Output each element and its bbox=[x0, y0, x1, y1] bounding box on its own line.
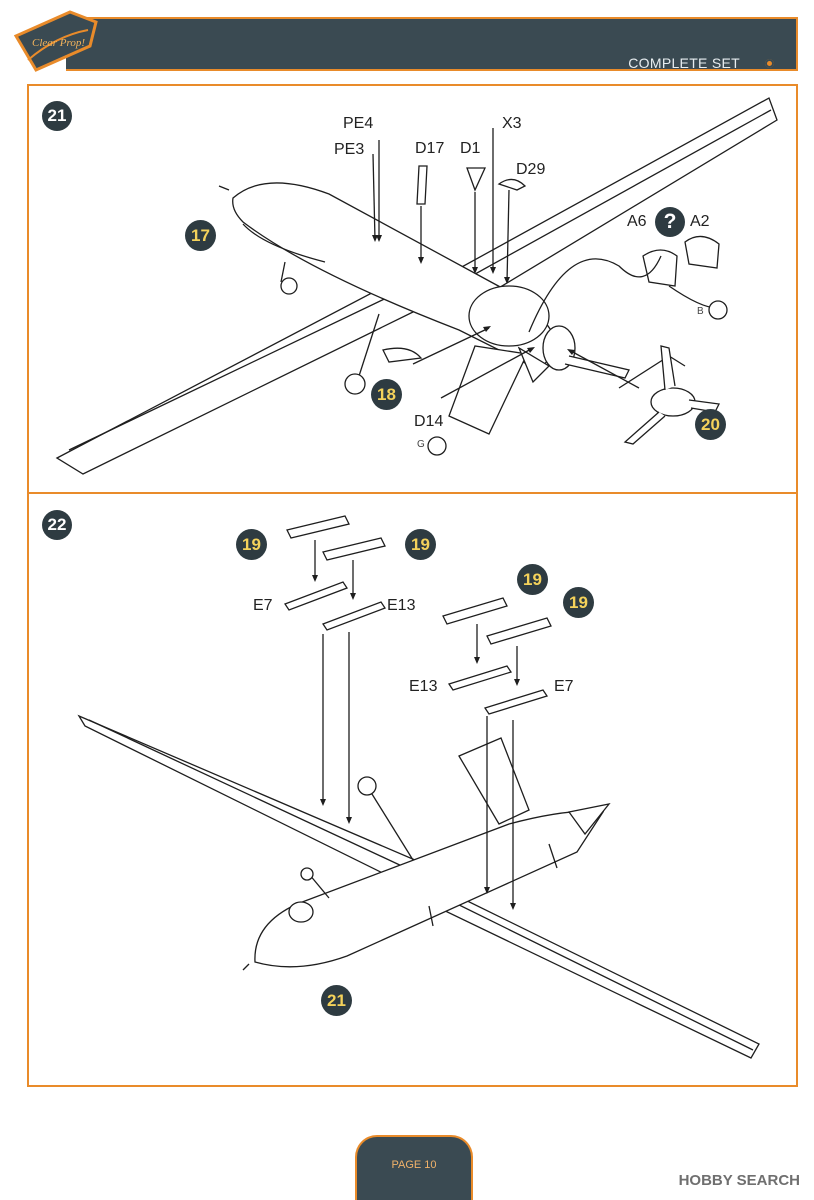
part-label-pe4: PE4 bbox=[343, 115, 374, 132]
ref-step-18: 18 bbox=[371, 379, 402, 410]
part-label-d29: D29 bbox=[516, 161, 546, 178]
ref-step-20: 20 bbox=[695, 409, 726, 440]
part-label-a6: A6 bbox=[627, 213, 647, 230]
part-label-pe3: PE3 bbox=[334, 141, 365, 158]
logo-text: Clear Prop! bbox=[32, 37, 85, 49]
header-bar: COMPLETE SET bbox=[66, 17, 798, 71]
page-header: COMPLETE SET Clear Prop! bbox=[0, 0, 814, 80]
page-tab: PAGE 10 bbox=[355, 1135, 473, 1200]
ref-step-19-c: 19 bbox=[517, 564, 548, 595]
ref-step-19-a: 19 bbox=[236, 529, 267, 560]
ref-step-19-b: 19 bbox=[405, 529, 436, 560]
ref-step-17: 17 bbox=[185, 220, 216, 251]
help-icon: ? bbox=[655, 207, 685, 237]
part-label-e7-left: E7 bbox=[253, 597, 273, 614]
step-22-drawing bbox=[77, 515, 760, 1059]
part-label-e7-right: E7 bbox=[554, 678, 574, 695]
step-number-21: 21 bbox=[42, 101, 72, 131]
ref-step-19-d: 19 bbox=[563, 587, 594, 618]
part-label-e13-left: E13 bbox=[387, 597, 416, 614]
page-number: PAGE 10 bbox=[391, 1159, 437, 1171]
sprue-label-g: G bbox=[417, 439, 425, 450]
part-label-x3: X3 bbox=[502, 115, 522, 132]
step-number-22: 22 bbox=[42, 510, 72, 540]
set-title: COMPLETE SET bbox=[628, 55, 740, 71]
part-label-a2: A2 bbox=[690, 213, 710, 230]
part-label-d17: D17 bbox=[415, 140, 445, 157]
ref-step-21: 21 bbox=[321, 985, 352, 1016]
step-21-panel: 21 PE4 PE3 D17 D1 X3 D29 A6 ? A2 B D14 G… bbox=[27, 84, 798, 494]
bullet-icon bbox=[765, 59, 774, 68]
part-label-d14: D14 bbox=[414, 413, 444, 430]
watermark: HOBBY SEARCH bbox=[678, 1172, 800, 1189]
brand-logo: Clear Prop! bbox=[13, 10, 98, 72]
part-label-d1: D1 bbox=[460, 140, 481, 157]
step-21-drawing bbox=[55, 97, 778, 475]
step-22-panel: 22 E7 E13 E13 E7 19 19 19 19 21 bbox=[27, 492, 798, 1087]
part-label-e13-right: E13 bbox=[409, 678, 438, 695]
sprue-label-b: B bbox=[697, 306, 704, 317]
